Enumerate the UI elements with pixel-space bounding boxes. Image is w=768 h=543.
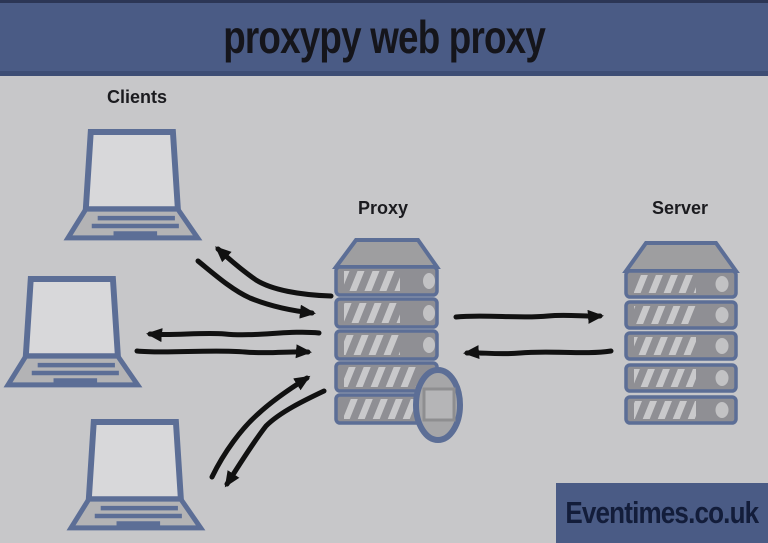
arrow-client2-to-proxy bbox=[134, 344, 312, 359]
server-label: Server bbox=[651, 198, 709, 218]
proxy-monitor-badge bbox=[413, 367, 463, 443]
proxy-label: Proxy bbox=[357, 198, 409, 218]
arrow-proxy-to-client1 bbox=[215, 246, 334, 299]
destination-server-rack bbox=[622, 241, 740, 425]
page-title: proxypy web proxy bbox=[223, 11, 546, 63]
server-rack-slats bbox=[624, 269, 738, 425]
client-laptop-1 bbox=[68, 132, 198, 238]
proxy-diagram: Clients Proxy Server bbox=[0, 76, 768, 543]
arrow-client1-to-proxy bbox=[195, 258, 316, 319]
proxy-server-rack bbox=[332, 238, 463, 443]
arrow-client3-to-proxy bbox=[209, 375, 311, 480]
clients-label: Clients bbox=[106, 87, 167, 107]
arrow-proxy-to-client3 bbox=[224, 388, 327, 488]
client-laptop-2 bbox=[8, 279, 138, 385]
arrow-proxy-to-client2 bbox=[146, 328, 322, 343]
watermark-box: Eventimes.co.uk bbox=[556, 483, 768, 543]
title-banner: proxypy web proxy bbox=[0, 0, 768, 76]
arrow-server-to-proxy bbox=[463, 345, 614, 360]
client-laptop-3 bbox=[71, 422, 201, 528]
traffic-arrows bbox=[134, 246, 614, 488]
proxy-rack-top bbox=[332, 238, 441, 269]
arrow-proxy-to-server bbox=[453, 309, 604, 324]
diagram-canvas bbox=[0, 76, 740, 543]
proxy-rack-slats bbox=[334, 265, 439, 425]
server-rack-top bbox=[622, 241, 740, 273]
watermark-text: Eventimes.co.uk bbox=[565, 495, 760, 530]
